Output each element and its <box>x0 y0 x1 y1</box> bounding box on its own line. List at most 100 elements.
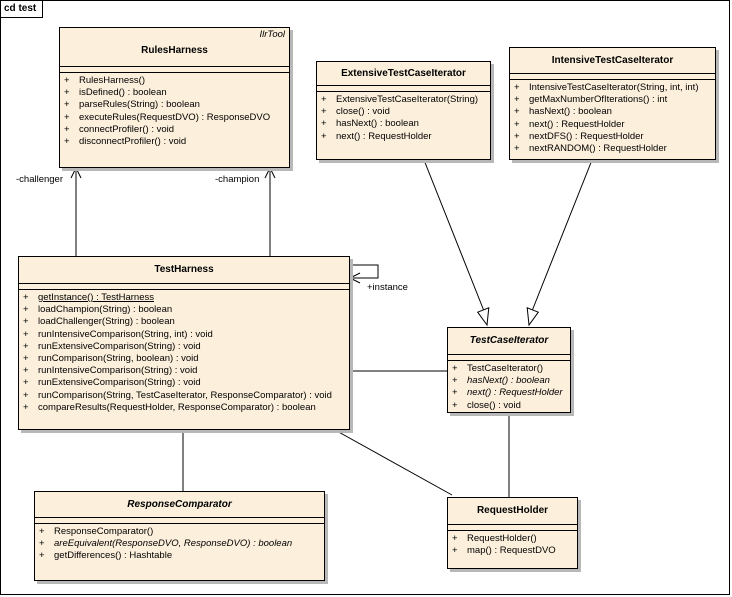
operations-compartment: +TestCaseIterator()+hasNext() : boolean+… <box>448 361 570 412</box>
extensive-generalization-arrowhead <box>476 307 490 327</box>
operation-visibility: + <box>452 545 458 557</box>
class-name: RequestHolder <box>476 505 549 516</box>
operation-row: +next() : RequestHolder <box>514 119 715 131</box>
operation-row: + IntensiveTestCaseIterator(String, int, … <box>514 82 715 94</box>
operation-visibility: + <box>23 340 29 352</box>
operations-compartment: +RulesHarness()+isDefined() : boolean+pa… <box>60 73 289 148</box>
operation-row: +ExtensiveTestCaseIterator(String) <box>321 94 490 106</box>
operation-row: +hasNext() : boolean <box>514 106 715 118</box>
operation-row: + hasNext() : boolean <box>452 375 570 387</box>
operation-visibility: + <box>39 526 45 537</box>
operation-signature: hasNext() : boolean <box>336 118 419 130</box>
operation-row: +next() : RequestHolder <box>321 131 490 143</box>
operation-visibility: + <box>452 375 458 387</box>
operation-row: +runIntensiveComparison(String, int) : v… <box>23 329 349 341</box>
operation-row: +getInstance() : TestHarness <box>23 292 349 304</box>
operation-row: + getDifferences() : Hashtable <box>39 550 324 562</box>
operation-row: +nextRANDOM() : RequestHolder <box>514 143 715 155</box>
operation-row: +RequestHolder() <box>452 533 577 545</box>
operation-row: +loadChallenger(String) : boolean <box>23 316 349 328</box>
operation-signature: IntensiveTestCaseIterator(String, int, i… <box>529 82 699 93</box>
operation-visibility: + <box>64 111 70 123</box>
operation-visibility: + <box>514 130 520 142</box>
class-response-comparator[interactable]: ResponseComparator +ResponseComparator()… <box>34 491 325 581</box>
operation-visibility: + <box>514 94 520 106</box>
class-extensive-test-case-iterator[interactable]: ExtensiveTestCaseIterator +ExtensiveTest… <box>316 61 491 160</box>
operation-visibility: + <box>321 118 327 130</box>
operation-visibility: + <box>39 538 45 550</box>
operation-signature: next() : RequestHolder <box>467 387 563 399</box>
role-champion-label: -champion <box>215 174 260 185</box>
operation-row: +disconnectProfiler() : void <box>64 136 289 148</box>
champion-arrowhead <box>264 166 276 179</box>
operations-compartment: + ResponseComparator() + areEquivalent(Resp… <box>35 524 324 563</box>
operation-signature: loadChallenger(String) : boolean <box>38 316 175 328</box>
operation-signature: compareResults(RequestHolder, ResponseCo… <box>38 401 316 413</box>
operation-visibility: + <box>39 550 45 562</box>
operation-signature: ResponseComparator() <box>54 526 154 537</box>
operation-signature: getDifferences() : Hashtable <box>54 550 173 562</box>
intensive-generalization <box>531 159 593 312</box>
class-test-case-iterator[interactable]: TestCaseIterator +TestCaseIterator()+has… <box>447 327 571 413</box>
class-intensive-test-case-iterator[interactable]: IntensiveTestCaseIterator + IntensiveTest… <box>509 47 716 160</box>
operation-visibility: + <box>23 401 29 413</box>
operation-row: +parseRules(String) : boolean <box>64 99 289 111</box>
operation-visibility: + <box>321 130 327 142</box>
class-request-holder[interactable]: RequestHolder +RequestHolder()+ map() : R… <box>447 497 578 569</box>
attributes-compartment <box>19 284 349 290</box>
operations-compartment: + IntensiveTestCaseIterator(String, int, … <box>510 80 715 155</box>
operation-signature: close() : void <box>336 106 390 118</box>
operation-row: +nextDFS() : RequestHolder <box>514 131 715 143</box>
operation-visibility: + <box>321 106 327 118</box>
operation-signature: getMaxNumberOfIterations() : int <box>529 94 668 106</box>
operation-visibility: + <box>23 328 29 340</box>
attributes-compartment <box>448 525 577 531</box>
operation-visibility: + <box>514 82 520 93</box>
operation-signature: RequestHolder() <box>467 533 537 544</box>
class-test-harness[interactable]: TestHarness +getInstance() : TestHarness… <box>18 256 350 430</box>
operation-visibility: + <box>64 99 70 111</box>
operation-row: + areEquivalent(ResponseDVO, ResponseDVO)… <box>39 538 324 550</box>
operation-row: +runComparison(String, TestCaseIterator,… <box>23 390 349 402</box>
class-name: ExtensiveTestCaseIterator <box>341 68 466 79</box>
attributes-compartment <box>35 518 324 524</box>
operation-row: + next() : RequestHolder <box>452 387 570 399</box>
operation-visibility: + <box>23 304 29 316</box>
attributes-compartment <box>510 74 715 80</box>
operation-row: +TestCaseIterator() <box>452 363 570 375</box>
operations-compartment: +ExtensiveTestCaseIterator(String)+close… <box>317 92 490 143</box>
operation-row: + getMaxNumberOfIterations() : int <box>514 94 715 106</box>
class-name: IntensiveTestCaseIterator <box>551 55 674 66</box>
operation-visibility: + <box>514 143 520 155</box>
class-stereotype: IlrTool <box>259 29 285 40</box>
operation-visibility: + <box>23 292 29 303</box>
role-instance-label: +instance <box>367 282 408 293</box>
operation-row: +runIntensiveComparison(String) : void <box>23 365 349 377</box>
operation-visibility: + <box>64 75 70 86</box>
operation-signature: runComparison(String, TestCaseIterator, … <box>38 389 332 401</box>
operation-signature: disconnectProfiler() : void <box>79 136 187 148</box>
operations-compartment: +getInstance() : TestHarness+loadChampio… <box>19 290 349 414</box>
operation-row: +connectProfiler() : void <box>64 124 289 136</box>
operation-row: + compareResults(RequestHolder, ResponseC… <box>23 402 349 414</box>
class-name: TestCaseIterator <box>469 335 549 346</box>
testharness-requestholder-association <box>334 429 453 496</box>
operation-signature: runIntensiveComparison(String) : void <box>38 365 198 377</box>
operation-row: + loadChampion(String) : boolean <box>23 304 349 316</box>
operation-signature: isDefined() : boolean <box>79 87 167 99</box>
operation-visibility: + <box>452 387 458 399</box>
operation-row: +close() : void <box>452 400 570 412</box>
operation-row: + map() : RequestDVO <box>452 545 577 557</box>
challenger-arrowhead <box>70 166 82 179</box>
operation-signature: next() : RequestHolder <box>529 118 625 130</box>
operation-signature: hasNext() : boolean <box>467 375 550 387</box>
operation-signature: areEquivalent(ResponseDVO, ResponseDVO) … <box>54 538 293 550</box>
operation-signature: loadChampion(String) : boolean <box>38 304 173 316</box>
instance-self-association <box>350 264 379 279</box>
operation-row: + close() : void <box>321 106 490 118</box>
intensive-generalization-arrowhead <box>526 307 540 327</box>
operation-signature: map() : RequestDVO <box>467 545 556 557</box>
class-rules-harness[interactable]: IlrTool RulesHarness +RulesHarness()+isD… <box>59 27 290 168</box>
attributes-compartment <box>448 355 570 361</box>
